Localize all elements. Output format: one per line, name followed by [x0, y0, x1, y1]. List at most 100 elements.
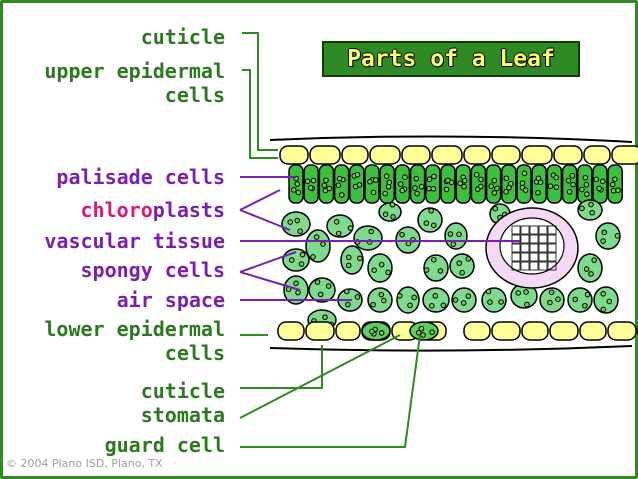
chloroplast [407, 302, 413, 309]
xylem-cell [520, 252, 530, 262]
chloroplast [320, 241, 326, 247]
chloroplast [397, 181, 404, 187]
chloroplast [548, 289, 555, 296]
chloroplast [612, 176, 618, 182]
chloroplast [461, 177, 468, 184]
spongy-cell [577, 199, 603, 221]
chloroplast [599, 178, 606, 185]
chloroplast [357, 255, 363, 262]
upper-epidermal-cell [521, 145, 553, 165]
palisade-cell [592, 164, 608, 204]
chloroplast [378, 261, 385, 268]
upper-epidermal-cell [611, 145, 638, 165]
chloroplast [432, 293, 439, 299]
lower-epidermal-cell [579, 321, 607, 341]
chloroplast [431, 173, 437, 180]
chloroplast [456, 231, 462, 238]
chloroplast [313, 234, 320, 240]
spongy-cell [367, 287, 393, 313]
chloroplast [596, 185, 602, 192]
chloroplast [461, 183, 467, 190]
chloroplast [456, 260, 463, 266]
leader-line [242, 69, 278, 159]
xylem-cell [529, 225, 539, 235]
spongy-cell [396, 286, 420, 314]
chloroplast [345, 254, 352, 261]
chloroplast [314, 279, 321, 285]
chloroplast [457, 180, 463, 187]
chloroplast [591, 257, 597, 263]
copyright-note: © 2004 Plano ISD, Plano, TX [6, 457, 163, 470]
chloroplast [336, 175, 343, 182]
chloroplast [372, 177, 379, 183]
lower-epidermal-cell [463, 321, 491, 341]
chloroplast [515, 290, 522, 296]
xylem-cell [520, 261, 530, 271]
chloroplast [354, 294, 361, 300]
chloroplast [452, 297, 459, 303]
label-guard-cell: guard cell [104, 433, 225, 457]
upper-epidermal-cell [341, 145, 369, 165]
upper-epidermal-cell [401, 145, 431, 165]
xylem-cell [529, 252, 539, 262]
chloroplast [294, 217, 300, 224]
chloroplast [347, 225, 354, 231]
label-lower-epidermal-line2: cells [164, 341, 225, 365]
chloroplast [494, 185, 500, 192]
chloroplast [396, 292, 403, 299]
chloroplast [473, 171, 480, 178]
title-box: Parts of a Leaf [322, 41, 580, 77]
chloroplast [414, 190, 420, 197]
lower-epidermal-cell [607, 321, 637, 341]
chloroplast [333, 219, 340, 225]
label-chloroplasts: chloroplasts [81, 199, 226, 221]
chloroplast [354, 171, 361, 178]
chloroplast [565, 177, 572, 184]
chloroplast [488, 183, 494, 189]
chloroplast [459, 269, 465, 276]
chloroplast [412, 185, 418, 191]
chloroplast [371, 267, 377, 273]
chloroplast [339, 192, 345, 198]
label-upper-epidermal-line1: upper epidermal [44, 59, 225, 83]
chloroplast [304, 178, 311, 185]
chloroplast [460, 300, 467, 306]
spongy-cell [305, 229, 331, 263]
top-cuticle-line [269, 135, 633, 143]
label-cuticle-top: cuticle [140, 25, 225, 49]
chloroplast [570, 181, 576, 188]
xylem-cell [520, 234, 530, 244]
leader-line [242, 32, 278, 151]
spongy-cell [567, 287, 593, 313]
chloroplast [428, 208, 434, 214]
upper-epidermal-cell [553, 145, 583, 165]
xylem-cell [538, 243, 548, 253]
leader-line [239, 189, 291, 231]
chloroplast [345, 262, 352, 269]
chloroplast [600, 238, 606, 244]
chloroplast [582, 174, 589, 181]
chloroplast [610, 187, 617, 194]
spongy-layer [281, 199, 621, 331]
xylem-cell [529, 243, 539, 253]
chloroplast [503, 188, 509, 195]
chloroplast [310, 177, 317, 184]
spongy-cell [593, 286, 619, 314]
chloroplast [297, 228, 303, 235]
xylem-cell [529, 261, 539, 271]
chloroplast [615, 187, 621, 194]
label-vascular: vascular tissue [44, 229, 225, 253]
chloroplast [321, 182, 328, 189]
xylem-cell [547, 234, 557, 244]
upper-epidermal-row [279, 145, 638, 165]
chloroplast [583, 181, 590, 188]
chloroplast [614, 233, 621, 239]
spongy-cell [444, 222, 468, 250]
chloroplast [492, 205, 499, 212]
chloroplast [325, 283, 332, 289]
chloroplast [478, 183, 484, 190]
lower-epidermal-cell [521, 321, 549, 341]
lower-epidermal-cell [335, 321, 361, 341]
